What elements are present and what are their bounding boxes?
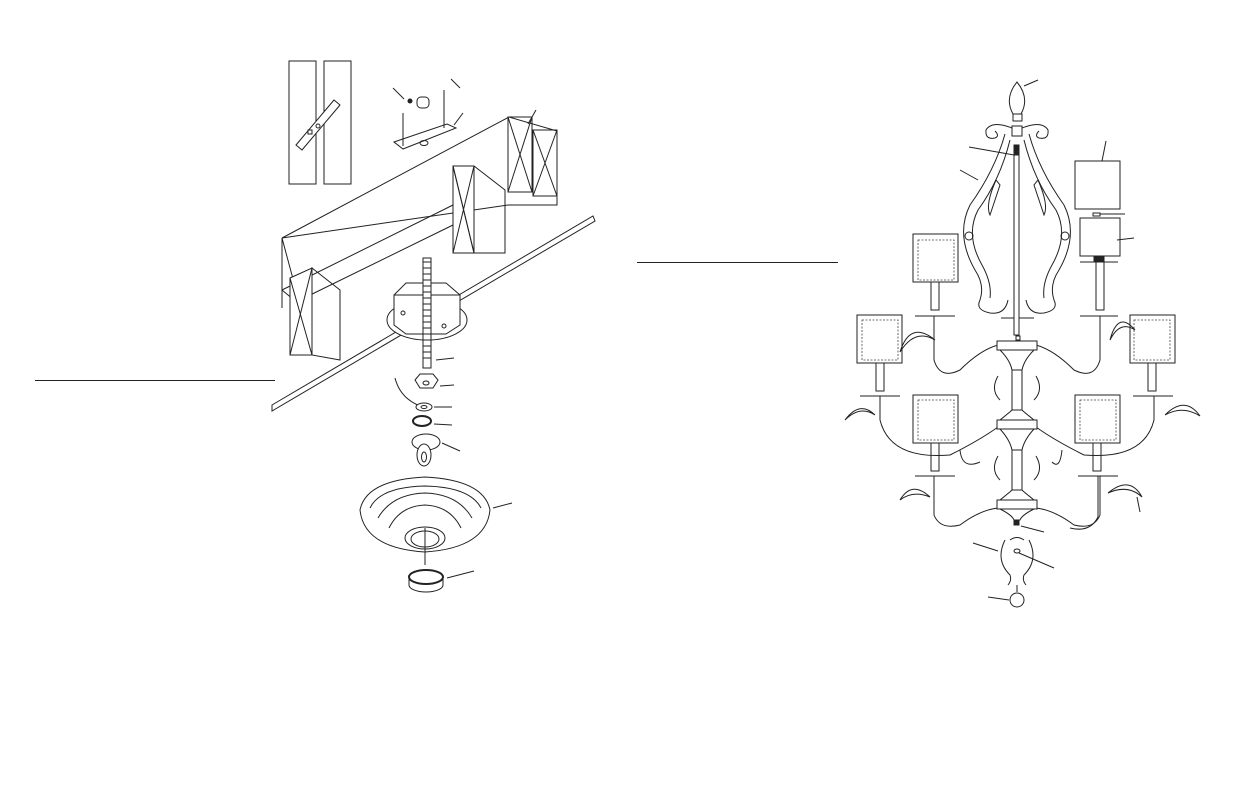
mounting-strap bbox=[392, 78, 537, 150]
shade-mid-left bbox=[856, 314, 903, 397]
lamp-shades bbox=[856, 233, 1176, 477]
inset-crossbar-view bbox=[288, 60, 352, 185]
section-divider-middle bbox=[637, 262, 838, 263]
threaded-rod bbox=[422, 257, 455, 369]
mounting-hardware bbox=[394, 373, 461, 467]
ceiling-joists bbox=[271, 116, 596, 412]
canopy bbox=[359, 476, 513, 565]
shade-low-left bbox=[912, 394, 959, 477]
shade-top-right bbox=[1080, 261, 1118, 317]
shade-top-left bbox=[912, 233, 959, 317]
chandelier-diagram bbox=[844, 79, 1201, 608]
center-column bbox=[994, 335, 1045, 533]
ceiling-mount-diagram bbox=[271, 60, 596, 593]
shade-mid-right bbox=[1129, 314, 1176, 397]
finial bbox=[1008, 79, 1039, 122]
shade-low-right bbox=[1074, 394, 1121, 477]
shade-assembly-exploded bbox=[1074, 140, 1135, 263]
section-divider-left bbox=[35, 380, 275, 381]
chandelier-arms bbox=[844, 316, 1201, 530]
canopy-ring bbox=[408, 569, 475, 593]
top-cage-frame bbox=[959, 124, 1071, 336]
bottom-cage bbox=[972, 537, 1055, 608]
